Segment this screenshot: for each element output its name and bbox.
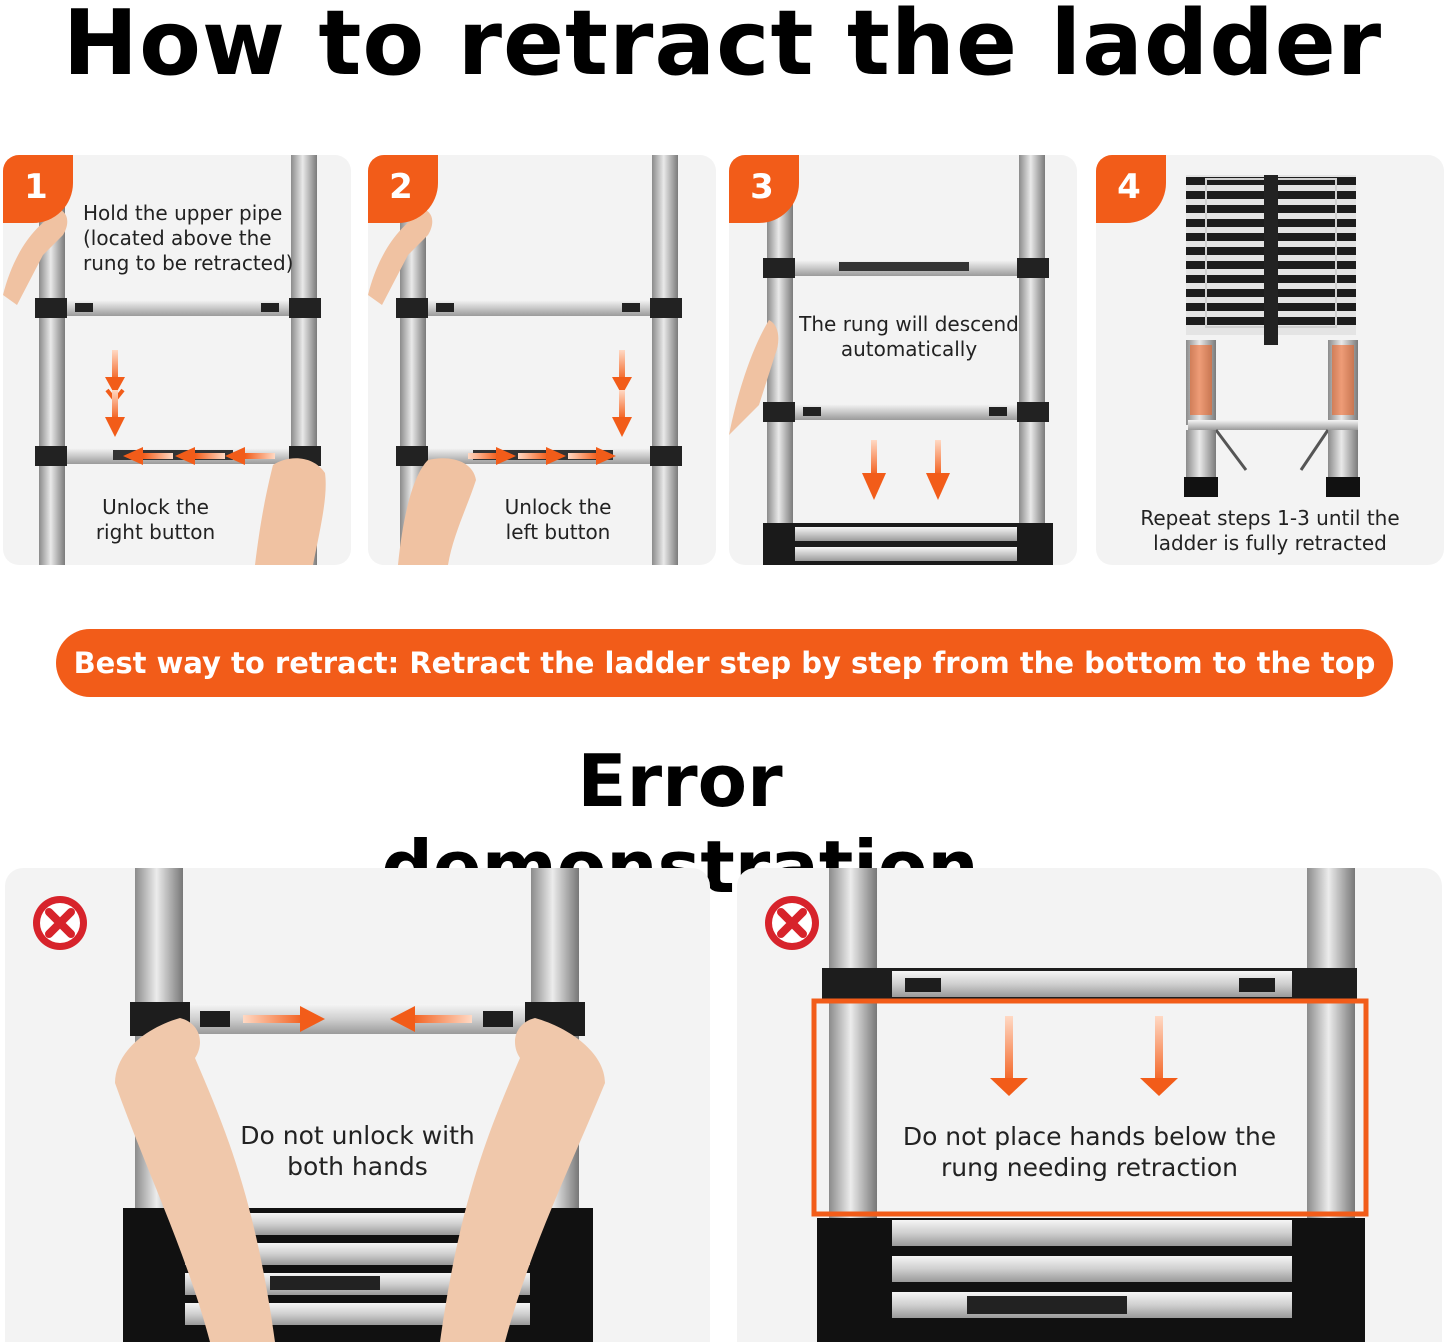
caption-line: The rung will descend <box>799 312 1019 336</box>
step-instruction-top: Hold the upper pipe (located above the r… <box>83 201 333 276</box>
caption-line: Unlock the <box>102 495 209 519</box>
caption-line: automatically <box>840 337 978 361</box>
caption-line: Hold the upper pipe <box>83 201 283 225</box>
caption-line: Unlock the <box>504 495 612 519</box>
step-instruction-bottom: Unlock the right button <box>73 495 238 545</box>
error-caption: Do not place hands below the rung needin… <box>887 1121 1292 1183</box>
retracted-ladder-illustration <box>1184 175 1360 497</box>
x-mark-icon <box>33 896 87 950</box>
step-instruction-bottom: Unlock the left button <box>478 495 638 545</box>
caption-line: Do not unlock with <box>240 1121 475 1150</box>
caption-line: rung needing retraction <box>940 1153 1238 1182</box>
caption-line: right button <box>95 520 216 544</box>
step-panel-2: 2 Unlock the left button <box>368 155 716 565</box>
caption-line: left button <box>505 520 611 544</box>
error-caption: Do not unlock with both hands <box>225 1120 490 1182</box>
tip-banner: Best way to retract: Retract the ladder … <box>56 629 1393 697</box>
ladder-illustration <box>368 155 682 565</box>
step-instruction-middle: The rung will descend automatically <box>799 312 1019 362</box>
x-mark-icon <box>765 896 819 950</box>
caption-line: (located above the <box>83 226 272 250</box>
caption-line: ladder is fully retracted <box>1153 531 1387 555</box>
caption-line: rung to be retracted) <box>83 251 294 275</box>
step-panel-4: 4 Repeat steps 1-3 until the ladder is f… <box>1096 155 1444 565</box>
error-illustration <box>811 868 1369 1342</box>
error-panel-1: Do not unlock with both hands <box>5 868 710 1342</box>
page-title: How to retract the ladder <box>62 0 1383 96</box>
ladder-illustration <box>3 155 326 565</box>
ladder-illustration <box>729 155 1053 565</box>
step-panel-1: 1 Hold the upper pipe (located above the… <box>3 155 351 565</box>
step-instruction-bottom: Repeat steps 1-3 until the ladder is ful… <box>1120 506 1420 556</box>
caption-line: Do not place hands below the <box>902 1122 1277 1151</box>
error-panel-2: Do not place hands below the rung needin… <box>737 868 1442 1342</box>
error-illustration <box>115 868 605 1342</box>
caption-line: both hands <box>287 1152 428 1181</box>
step-panel-3: 3 The rung will descend automatically <box>729 155 1077 565</box>
caption-line: Repeat steps 1-3 until the <box>1140 506 1400 530</box>
